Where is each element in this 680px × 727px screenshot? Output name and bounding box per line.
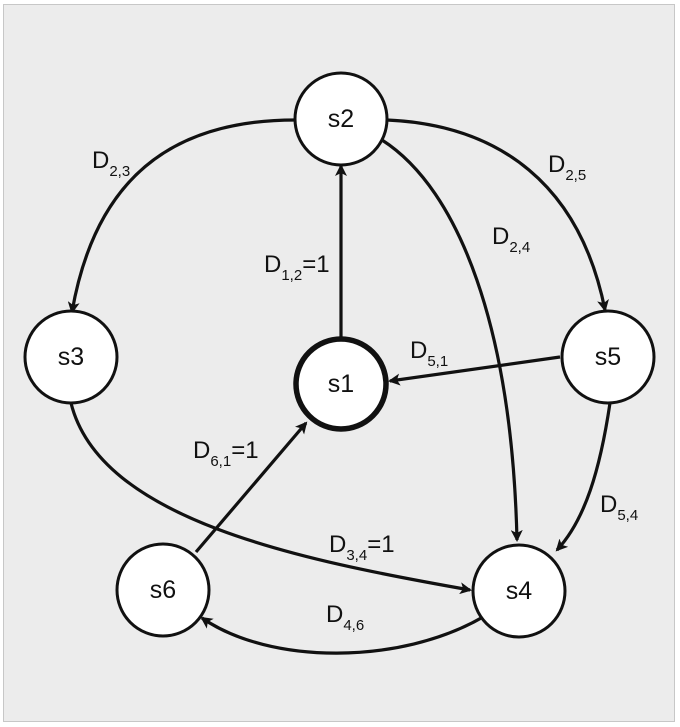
edge-label-d12: D1,2=1 — [264, 251, 330, 284]
node-s5 — [560, 309, 656, 405]
edge-label-d24: D2,4 — [492, 223, 530, 256]
node-label-s2: s2 — [328, 105, 354, 133]
node-s4 — [471, 543, 567, 639]
edge-s5-s1 — [388, 355, 561, 386]
node-s6 — [115, 542, 211, 638]
edge-s6-s1 — [194, 421, 308, 554]
node-label-s5: s5 — [595, 343, 621, 371]
node-s3 — [23, 309, 119, 405]
edge-label-d23: D2,3 — [92, 147, 130, 180]
node-s2 — [293, 71, 389, 167]
edge-label-d61: D6,1=1 — [193, 437, 259, 470]
edge-s2-s4 — [381, 138, 523, 542]
edge-s5-s4 — [555, 402, 612, 552]
node-label-s1: s1 — [328, 370, 354, 398]
edge-label-d51: D5,1 — [410, 337, 448, 370]
node-label-s3: s3 — [58, 343, 84, 371]
node-label-s6: s6 — [150, 576, 176, 604]
edge-s2-s3 — [67, 118, 296, 314]
edge-s4-s6 — [200, 615, 484, 655]
edge-s3-s4 — [69, 402, 472, 595]
edge-label-d54: D5,4 — [600, 491, 638, 524]
node-label-s4: s4 — [506, 577, 533, 605]
node-s1 — [293, 336, 389, 432]
edge-label-d25: D2,5 — [548, 151, 586, 184]
edge-s2-s5 — [386, 118, 609, 312]
edge-label-d34: D3,4=1 — [329, 531, 395, 564]
edge-label-d46: D4,6 — [326, 601, 364, 634]
